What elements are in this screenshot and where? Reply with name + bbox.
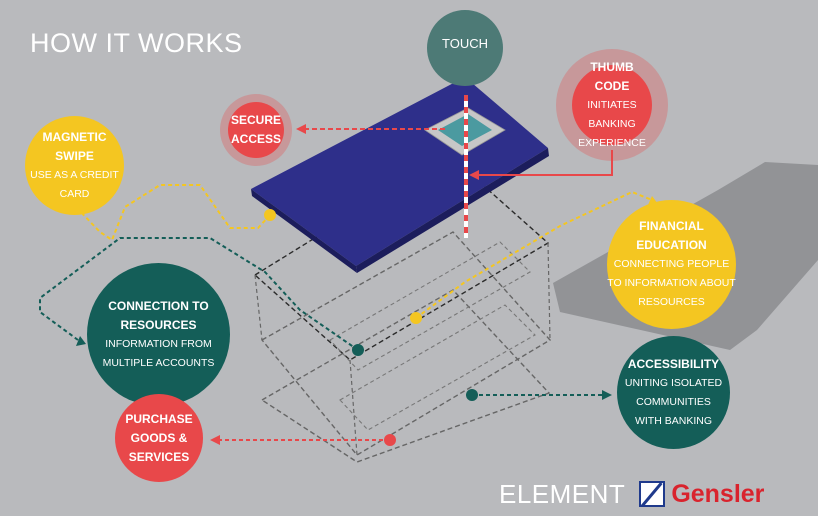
magnetic-swipe-connector <box>73 184 271 242</box>
layer-inner-slot <box>329 241 531 371</box>
thumb-code-title: THUMB CODE <box>590 59 634 93</box>
financial-line: TO INFORMATION ABOUT <box>607 277 736 289</box>
accessibility-line: UNITING ISOLATED <box>624 376 723 389</box>
financial-title: EDUCATION <box>636 238 707 252</box>
credit-card <box>251 77 548 266</box>
bank-logo-icon <box>639 481 666 507</box>
element-wordmark: ELEMENT <box>499 478 626 509</box>
magnetic-swipe-node: MAGNETIC SWIPE USE AS A CREDIT CARD <box>25 116 124 215</box>
purchase-line: GOODS & <box>130 430 188 445</box>
gensler-logo: Gensler <box>671 479 765 508</box>
thumb-code-node: THUMB CODE INITIATES BANKING EXPERIENCE <box>572 60 652 149</box>
magnetic-swipe-line: CARD <box>59 187 90 200</box>
layer-outline-2 <box>260 231 552 456</box>
connection-line: INFORMATION FROM <box>105 337 212 350</box>
thumb-code-line: EXPERIENCE <box>578 136 646 149</box>
accessibility-line: WITH BANKING <box>634 414 712 427</box>
arrowhead <box>210 435 220 445</box>
arrowhead <box>602 390 612 400</box>
layer-inner-slot <box>339 304 536 431</box>
touch-node: TOUCH <box>427 10 503 86</box>
financial-line: CONNECTING PEOPLE <box>613 258 730 270</box>
purchase-node: PURCHASE GOODS & SERVICES <box>115 394 203 482</box>
connection-line: MULTIPLE ACCOUNTS <box>102 356 215 369</box>
accessibility-node: ACCESSIBILITY UNITING ISOLATED COMMUNITI… <box>617 336 730 449</box>
magnetic-swipe-title: SWIPE <box>55 148 94 163</box>
layer-edge <box>547 242 551 341</box>
arrowhead <box>296 124 306 134</box>
accessibility-title: ACCESSIBILITY <box>627 356 720 371</box>
page-title: HOW IT WORKS <box>30 28 243 58</box>
credit-card-edge <box>251 189 357 273</box>
touch-label: TOUCH <box>442 36 488 51</box>
connection-node: CONNECTION TO RESOURCES INFORMATION FROM… <box>87 263 230 406</box>
arrowhead <box>76 336 86 346</box>
thumb-code-line: BANKING <box>588 117 636 130</box>
connection-title: RESOURCES <box>120 317 197 332</box>
arrowhead <box>469 170 479 180</box>
financial-node: FINANCIAL EDUCATION CONNECTING PEOPLE TO… <box>607 200 736 329</box>
secure-access-line: SECURE <box>230 113 281 127</box>
layer-edge <box>349 359 358 456</box>
magnetic-swipe-title: MAGNETIC <box>42 129 107 144</box>
connector-dot-yellow <box>410 312 422 324</box>
secure-access-node: SECURE ACCESS <box>228 102 284 158</box>
connector-dot-red <box>384 434 396 446</box>
accessibility-line: COMMUNITIES <box>636 395 711 408</box>
thumb-code-connector <box>476 150 613 176</box>
layer-outline-3 <box>260 289 551 463</box>
purchase-line: SERVICES <box>128 449 190 464</box>
financial-connector <box>415 190 653 319</box>
connector-dot-teal <box>352 344 364 356</box>
connector-dot-yellow <box>264 209 276 221</box>
connection-connector <box>39 237 359 351</box>
credit-card-edge <box>356 148 549 273</box>
financial-line: RESOURCES <box>638 296 705 308</box>
magnetic-swipe-line: USE AS A CREDIT <box>30 168 119 181</box>
connector-dot-teal <box>466 389 478 401</box>
financial-title: FINANCIAL <box>639 219 704 233</box>
secure-access-line: ACCESS <box>230 132 281 146</box>
purchase-line: PURCHASE <box>125 411 193 426</box>
connection-title: CONNECTION TO <box>108 298 209 313</box>
thumb-code-line: INITIATES <box>587 98 637 111</box>
footer-branding: ELEMENT Gensler <box>499 477 764 511</box>
layer-edge <box>254 274 263 341</box>
